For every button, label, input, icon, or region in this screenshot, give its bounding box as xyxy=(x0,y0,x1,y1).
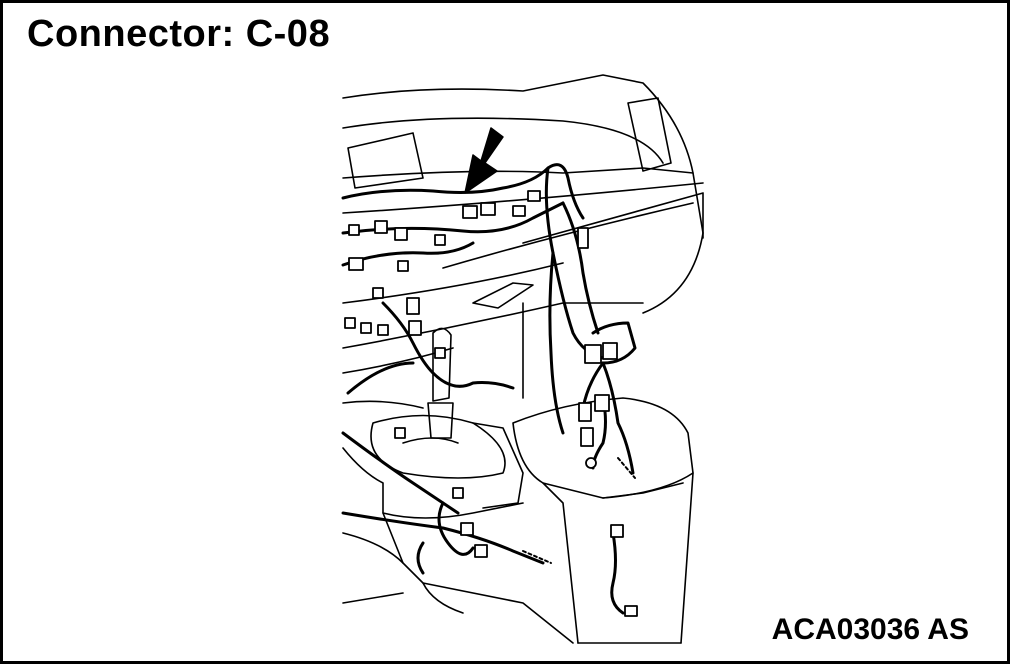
connector xyxy=(512,205,526,217)
connector xyxy=(594,394,610,412)
connector xyxy=(462,205,478,219)
diagram-title: Connector: C-08 xyxy=(27,13,331,55)
connector xyxy=(377,324,389,336)
connectors xyxy=(344,190,638,617)
connector xyxy=(348,257,364,271)
center-console xyxy=(342,327,694,644)
connector xyxy=(394,227,408,241)
connector xyxy=(460,522,474,536)
connector xyxy=(452,487,464,499)
connector xyxy=(474,544,488,558)
connector xyxy=(585,457,597,469)
callout-arrow xyxy=(464,127,504,194)
connector xyxy=(434,347,446,359)
connector xyxy=(408,320,422,336)
connector xyxy=(580,427,594,447)
connector xyxy=(527,190,541,202)
connector xyxy=(480,202,496,216)
connector xyxy=(360,322,372,334)
connector xyxy=(394,427,406,439)
dashboard-panel xyxy=(342,74,704,399)
connector xyxy=(348,224,360,236)
connector xyxy=(406,297,420,315)
connector xyxy=(372,287,384,299)
connector xyxy=(578,402,592,422)
wire-end-dashes xyxy=(522,457,636,564)
connector xyxy=(577,227,589,249)
connector xyxy=(344,317,356,329)
connector xyxy=(610,524,624,538)
connector xyxy=(584,344,602,364)
figure-code: ACA03036 AS xyxy=(771,613,969,646)
connector xyxy=(374,220,388,234)
connector xyxy=(624,605,638,617)
dashboard-harness-illustration xyxy=(341,74,704,644)
connector xyxy=(397,260,409,272)
connector xyxy=(602,342,618,360)
connector xyxy=(434,234,446,246)
